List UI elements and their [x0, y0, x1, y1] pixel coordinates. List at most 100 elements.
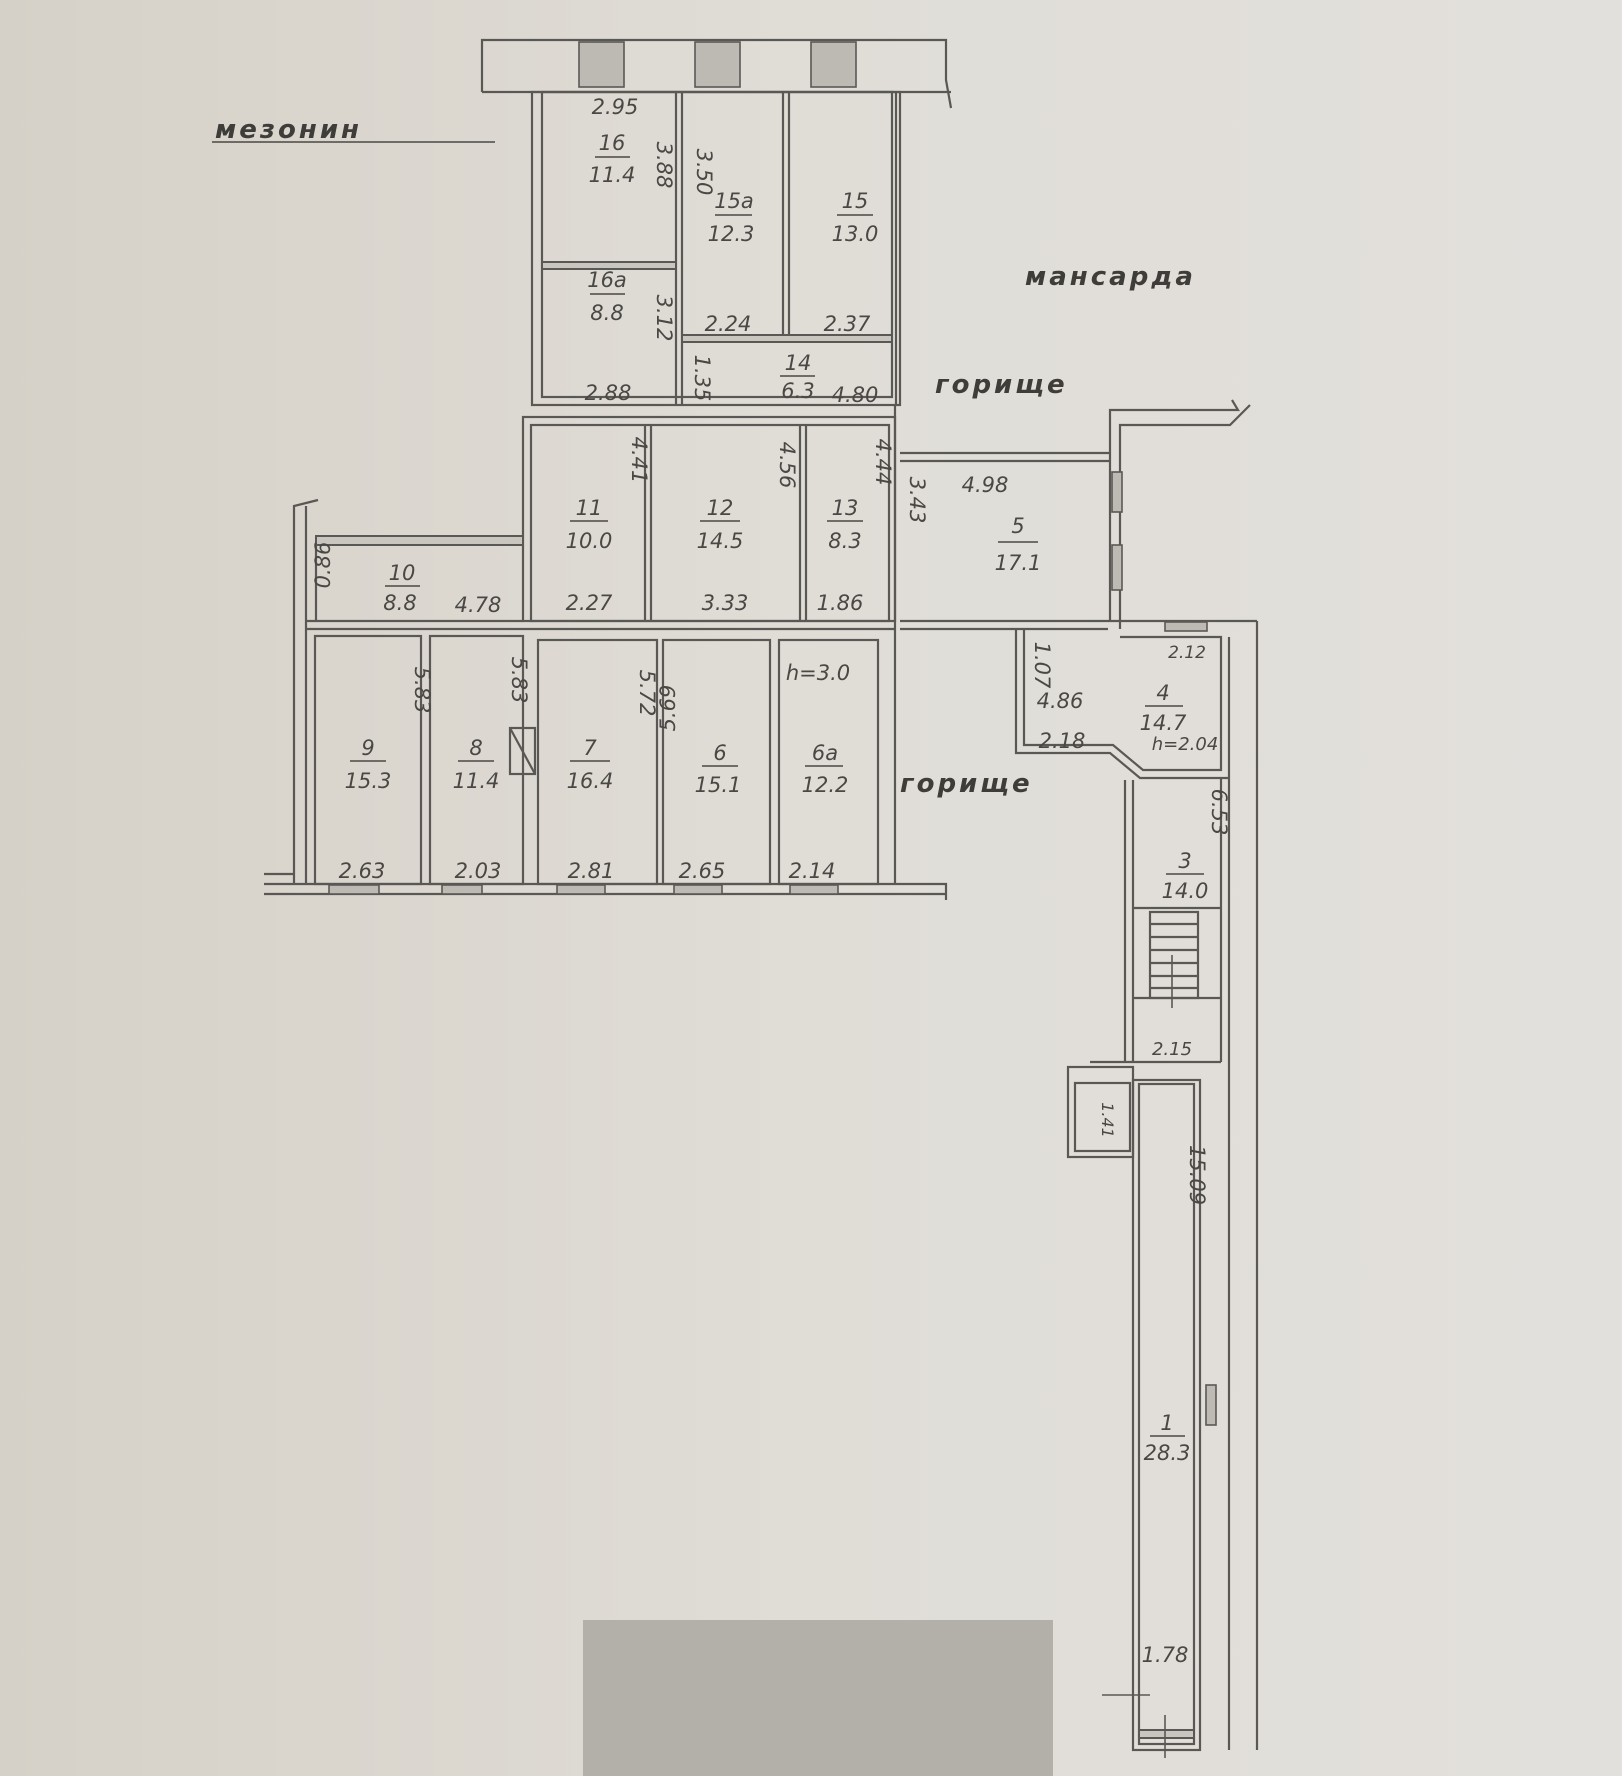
walls: [264, 38, 1259, 1758]
svg-text:12: 12: [707, 496, 734, 520]
dimension: 4.41: [627, 437, 651, 484]
window: [1111, 471, 1123, 513]
dimension: 15.09: [1185, 1145, 1209, 1205]
room-7: 716.4: [567, 736, 614, 793]
windows: [328, 41, 1217, 1426]
svg-text:14: 14: [785, 351, 812, 375]
room-10: 108.8: [383, 561, 420, 615]
svg-text:11.4: 11.4: [453, 769, 500, 793]
dimension: 2.63: [339, 859, 386, 883]
dimension: 2.03: [455, 859, 502, 883]
dimension: 4.98: [962, 473, 1009, 497]
window: [673, 884, 723, 895]
dimension: h=2.04: [1152, 734, 1219, 755]
dimension: 1.35: [690, 355, 714, 402]
dimension: 1.78: [1142, 1643, 1189, 1667]
svg-text:11.4: 11.4: [589, 163, 636, 187]
svg-text:4: 4: [1156, 681, 1169, 705]
window: [578, 41, 625, 88]
room-3: 314.0: [1162, 849, 1209, 903]
dimension: 4.56: [775, 442, 799, 489]
window: [1111, 544, 1123, 591]
dimension: 2.81: [568, 859, 615, 883]
dimension: 2.15: [1152, 1039, 1192, 1060]
dimension: 2.12: [1168, 643, 1206, 663]
dimension: 5.83: [410, 667, 434, 714]
svg-text:10: 10: [389, 561, 416, 585]
svg-text:17.1: 17.1: [995, 551, 1042, 575]
dimension: 6.53: [1207, 789, 1231, 836]
dimension: 5.83: [507, 657, 531, 704]
dimension: 2.18: [1039, 729, 1086, 753]
dimension: 3.12: [652, 295, 676, 342]
svg-text:6: 6: [713, 741, 726, 765]
svg-text:13: 13: [832, 496, 859, 520]
svg-text:1: 1: [1160, 1411, 1173, 1435]
svg-text:11: 11: [576, 496, 603, 520]
svg-text:16а: 16а: [587, 268, 627, 292]
window: [1164, 621, 1208, 632]
dimension: 1.07: [1030, 642, 1054, 689]
dimension: h=3.0: [786, 661, 850, 685]
room-12: 12 14.5: [697, 496, 744, 553]
svg-text:8.8: 8.8: [383, 591, 416, 615]
dimension-labels: 2.95 3.88 3.50 2.24 2.37 3.12 1.35 2.88 …: [311, 95, 1231, 1667]
dimension: 3.50: [692, 149, 716, 196]
window: [694, 41, 741, 88]
svg-text:8: 8: [469, 736, 482, 760]
room-6a: 6а 12.2: [802, 741, 849, 797]
room-15a: 15а13.012.3: [708, 189, 755, 246]
svg-text:15а: 15а: [714, 189, 754, 213]
svg-text:6а: 6а: [812, 741, 838, 765]
dimension: 3.88: [652, 142, 676, 189]
svg-text:13.0: 13.0: [832, 222, 879, 246]
svg-text:9: 9: [361, 736, 374, 760]
svg-text:16.4: 16.4: [567, 769, 614, 793]
room-13: 138.3: [827, 496, 863, 553]
svg-text:6.3: 6.3: [781, 379, 814, 403]
svg-text:15.3: 15.3: [345, 769, 392, 793]
dimension: 2.65: [679, 859, 726, 883]
dimension: 2.27: [566, 591, 613, 615]
dimension: 1.86: [817, 591, 864, 615]
dimension: 4.80: [832, 383, 879, 407]
room-6: 615.1: [695, 741, 742, 797]
svg-text:16: 16: [599, 131, 626, 155]
dimension: 5.72: [635, 670, 659, 717]
attic-label-top: горище: [935, 370, 1068, 400]
svg-text:12.2: 12.2: [802, 773, 849, 797]
dimension: 1.41: [1098, 1102, 1117, 1138]
dimension: 5.69: [656, 685, 680, 732]
redaction-block: [583, 1620, 1053, 1776]
dimension: 4.44: [871, 439, 895, 486]
room-9: 915.3: [345, 736, 392, 793]
room-16: 16 11.4: [589, 131, 636, 187]
svg-text:14.7: 14.7: [1140, 711, 1187, 735]
svg-text:14.5: 14.5: [697, 529, 744, 553]
window: [810, 41, 857, 88]
svg-text:28.3: 28.3: [1144, 1441, 1191, 1465]
window: [789, 884, 839, 895]
window: [556, 884, 606, 895]
dimension: 3.43: [905, 477, 929, 524]
stairs: [1148, 910, 1200, 1008]
plan-labels: мезонин мансарда горище горище: [212, 115, 1193, 799]
svg-text:8.3: 8.3: [828, 529, 861, 553]
room-8: 811.4: [453, 736, 500, 793]
attic-label-bottom: горище: [900, 769, 1033, 799]
window: [441, 884, 483, 895]
dimension: 2.88: [585, 381, 632, 405]
svg-text:8.8: 8.8: [590, 301, 623, 325]
svg-text:15.1: 15.1: [695, 773, 742, 797]
svg-text:7: 7: [583, 736, 597, 760]
svg-text:14.0: 14.0: [1162, 879, 1209, 903]
room-4: 414.7: [1140, 681, 1187, 735]
window: [328, 884, 380, 895]
svg-text:5: 5: [1011, 514, 1024, 538]
dimension: 4.78: [455, 593, 502, 617]
svg-text:3: 3: [1178, 849, 1191, 873]
